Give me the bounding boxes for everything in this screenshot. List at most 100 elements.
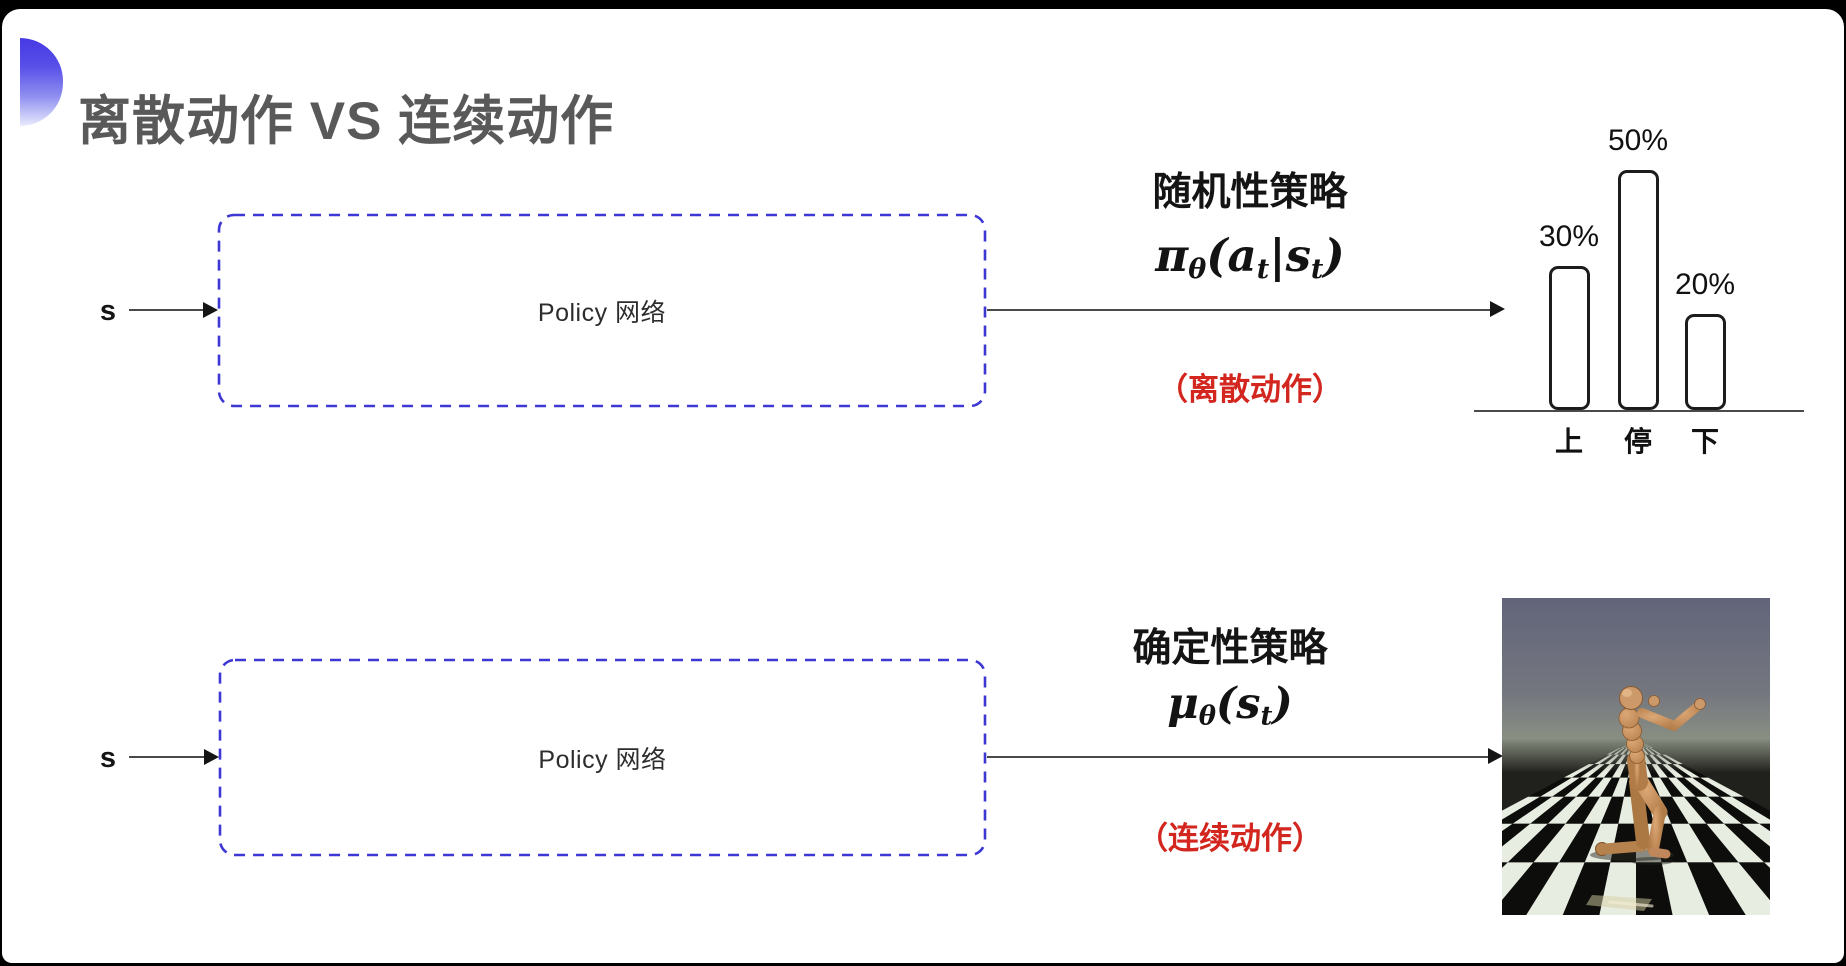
checker-tile: [1688, 823, 1739, 863]
formula-symbol: s: [1236, 679, 1261, 729]
formula-symbol: π: [1155, 229, 1189, 282]
checker-tile: [1576, 777, 1604, 797]
formula-symbol: ): [1323, 229, 1345, 282]
figure-shadow-2: [1630, 857, 1674, 865]
checker-tile: [1759, 823, 1770, 832]
front-shin: [1647, 806, 1666, 855]
humanoid-figure: [1586, 686, 1706, 911]
formula-subscript: θ: [1188, 253, 1207, 285]
page-title: 离散动作 VS 连续动作: [78, 91, 615, 151]
discrete-action-label: （离散动作）: [1157, 372, 1343, 407]
bar-category-label: 上: [1554, 426, 1583, 457]
hand: [1648, 695, 1660, 707]
arrowhead-policy-to-output-bottom: [1488, 748, 1503, 764]
checker-tile: [1559, 823, 1601, 863]
formula-symbol: |: [1269, 229, 1286, 282]
policy-network-label-bottom: Policy 网络: [538, 745, 667, 774]
bar-value-label: 30%: [1538, 220, 1600, 253]
checker-tile: [1526, 862, 1585, 915]
deterministic-policy-title: 确定性策略: [1132, 627, 1328, 670]
checker-tile: [1706, 823, 1765, 863]
checker-tile: [1547, 796, 1589, 824]
checker-tile: [1719, 796, 1770, 824]
floor-highlight: [1608, 900, 1654, 908]
checker-tile: [1707, 796, 1760, 824]
head: [1619, 686, 1643, 710]
formula-symbol: μ: [1167, 679, 1199, 729]
checker-tile: [1512, 796, 1565, 824]
fist: [1694, 698, 1706, 710]
checker-tile: [1741, 823, 1770, 847]
checker-tile: [1661, 862, 1710, 915]
formula-symbol: s: [1285, 229, 1311, 282]
checker-tile: [1731, 796, 1770, 820]
formula-subscript: t: [1310, 253, 1324, 285]
humanoid-robot-image: [1502, 598, 1770, 915]
probability-bar-上: [1548, 266, 1590, 410]
state-input-label-top: s: [99, 295, 117, 327]
checker-tile: [1502, 862, 1534, 901]
checker-tile: [1659, 796, 1689, 824]
back-shin: [1599, 840, 1648, 855]
policy-network-box-top: Policy 网络: [217, 213, 987, 408]
probability-bar-停: [1617, 170, 1659, 410]
arrow-policy-to-output-top: [987, 309, 1490, 311]
head-highlight: [1622, 689, 1632, 697]
formula-symbol: (: [1215, 679, 1237, 729]
checker-tile: [1540, 777, 1580, 797]
arrow-policy-to-output-bottom: [987, 756, 1488, 758]
checker-tile: [1671, 796, 1707, 824]
checker-tile: [1600, 777, 1620, 797]
checker-tile: [1502, 862, 1560, 915]
arrowhead-policy-to-output-top: [1490, 301, 1505, 317]
checker-tile: [1724, 823, 1770, 863]
stochastic-policy-formula: πθ(at|st): [1060, 229, 1440, 285]
checker-tile: [1692, 777, 1732, 797]
stochastic-policy-title: 随机性策略: [1152, 171, 1348, 214]
checker-tile: [1684, 777, 1720, 797]
formula-symbol: ): [1272, 679, 1293, 729]
checker-tile: [1507, 823, 1566, 863]
upper-chest: [1618, 707, 1640, 729]
formula-subscript: t: [1256, 253, 1270, 285]
formula-symbol: (: [1206, 229, 1228, 282]
formula-subscript: t: [1260, 701, 1273, 732]
checker-tile: [1764, 862, 1770, 868]
checker-tile: [1583, 796, 1613, 824]
checker-tile: [1588, 777, 1612, 797]
back-thigh: [1629, 775, 1650, 849]
checker-tile: [1660, 777, 1684, 797]
checker-tile: [1695, 796, 1742, 824]
probability-bar-下: [1684, 314, 1726, 410]
arrowhead-state-to-policy-bottom: [204, 749, 219, 765]
upper-arm: [1637, 708, 1679, 731]
title-accent-half-circle-icon: [20, 38, 63, 126]
checker-tile: [1738, 862, 1770, 901]
deterministic-policy-formula: μθ(st): [1040, 679, 1420, 731]
formula-symbol: a: [1227, 229, 1257, 282]
checker-tile: [1552, 777, 1588, 797]
policy-network-label-top: Policy 网络: [537, 298, 667, 327]
checker-tile: [1676, 777, 1708, 797]
dashed-border-bottom: [218, 658, 987, 857]
continuous-action-label: （连续动作）: [1137, 821, 1323, 856]
checker-tile: [1564, 777, 1596, 797]
checker-tile: [1668, 777, 1696, 797]
bar-category-label: 停: [1623, 426, 1652, 457]
checker-tile: [1683, 796, 1725, 824]
bar-category-label: 下: [1690, 426, 1719, 457]
checker-tile: [1652, 777, 1672, 797]
bar-value-label: 50%: [1607, 124, 1669, 157]
arrow-state-to-policy-bottom: [129, 756, 206, 758]
checker-tile: [1612, 777, 1628, 797]
slide: 离散动作 VS 连续动作 s Policy 网络 随机性策略 πθ(at|st)…: [2, 9, 1844, 963]
arrowhead-state-to-policy-top: [203, 302, 218, 318]
action-probability-chart: 30% 上 50% 停 20% 下: [1472, 100, 1840, 472]
arrow-state-to-policy-top: [129, 309, 205, 311]
stochastic-policy-annotation: 随机性策略 πθ(at|st) （离散动作）: [1060, 9, 1440, 609]
policy-network-box-bottom: Policy 网络: [218, 658, 987, 857]
bar-value-label: 20%: [1674, 268, 1736, 301]
checker-tile: [1502, 796, 1553, 824]
checker-tile: [1565, 796, 1601, 824]
